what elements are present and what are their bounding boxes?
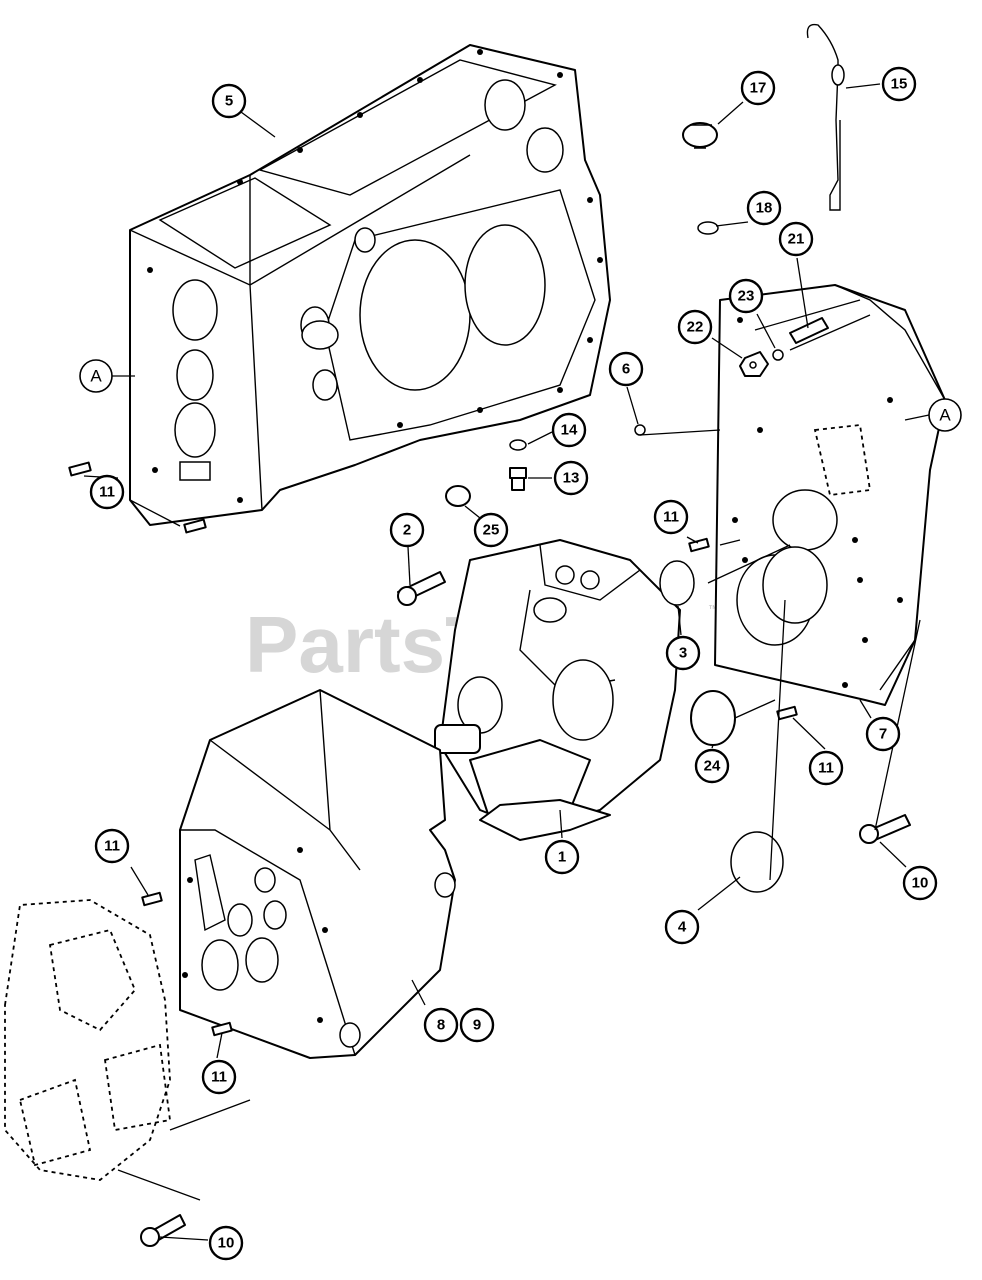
svg-text:A: A — [90, 367, 102, 386]
svg-text:23: 23 — [738, 288, 755, 305]
svg-text:10: 10 — [912, 875, 929, 892]
callout-2: 2 — [389, 512, 425, 548]
callout-18: 18 — [746, 190, 782, 226]
callout-5: 5 — [211, 83, 247, 119]
callout-13: 13 — [553, 460, 589, 496]
part-nut-22[interactable] — [739, 351, 769, 377]
svg-text:2: 2 — [403, 522, 411, 539]
svg-text:4: 4 — [678, 919, 687, 936]
part-oring-6[interactable] — [634, 424, 646, 436]
part-oring-18[interactable] — [697, 221, 719, 235]
callout-11-left: 11 — [89, 474, 125, 510]
svg-text:5: 5 — [225, 93, 233, 110]
part-front-housing[interactable] — [179, 689, 456, 1059]
engine-outline-reference — [4, 899, 172, 1181]
callout-10-right: 10 — [902, 865, 938, 901]
callout-24: 24 — [694, 748, 730, 784]
leader-lines — [83, 83, 921, 1241]
part-washer-14[interactable] — [509, 439, 527, 451]
callout-3: 3 — [665, 635, 701, 671]
part-hydrostatic-pump[interactable] — [434, 539, 681, 841]
svg-text:15: 15 — [891, 76, 908, 93]
svg-text:11: 11 — [818, 760, 834, 777]
callout-1: 1 — [544, 839, 580, 875]
callout-14: 14 — [551, 412, 587, 448]
part-dowel-pins[interactable] — [68, 461, 798, 1037]
callout-22: 22 — [677, 309, 713, 345]
part-rear-housing[interactable] — [129, 44, 611, 526]
part-stud-21[interactable] — [789, 317, 829, 344]
reference-a-right-leader — [904, 414, 930, 421]
part-bolt-2[interactable] — [397, 571, 446, 606]
svg-text:8: 8 — [437, 1017, 445, 1034]
svg-text:14: 14 — [561, 422, 578, 439]
part-plug-25[interactable] — [445, 485, 471, 507]
part-center-plate[interactable] — [714, 284, 946, 706]
callout-7: 7 — [865, 716, 901, 752]
part-dipstick[interactable] — [806, 23, 845, 211]
svg-text:25: 25 — [483, 522, 500, 539]
part-bolt-13[interactable] — [509, 467, 527, 491]
callout-11-plate: 11 — [653, 499, 689, 535]
callout-25: 25 — [473, 512, 509, 548]
callout-21: 21 — [778, 221, 814, 257]
callout-23: 23 — [728, 278, 764, 314]
part-bolt-10-right[interactable] — [859, 814, 911, 844]
callout-11-right: 11 — [808, 750, 844, 786]
callout-11-front-bottom: 11 — [201, 1059, 237, 1095]
part-plug-24[interactable] — [690, 690, 736, 746]
svg-text:10: 10 — [218, 1235, 235, 1252]
svg-text:18: 18 — [756, 200, 773, 217]
svg-text:A: A — [939, 406, 951, 425]
callout-9: 9 — [459, 1007, 495, 1043]
callout-15: 15 — [881, 66, 917, 102]
callout-6: 6 — [608, 351, 644, 387]
svg-text:22: 22 — [687, 319, 704, 336]
svg-text:17: 17 — [750, 80, 767, 97]
part-oring-3[interactable] — [659, 560, 695, 606]
svg-text:11: 11 — [211, 1069, 227, 1086]
part-oring-4[interactable] — [730, 831, 784, 893]
callout-8: 8 — [423, 1007, 459, 1043]
callout-10-bottom: 10 — [208, 1225, 244, 1261]
svg-text:24: 24 — [704, 758, 721, 775]
watermark-trademark: ™ — [708, 604, 718, 615]
callout-4: 4 — [664, 909, 700, 945]
svg-text:11: 11 — [104, 838, 120, 855]
part-fill-plug[interactable] — [682, 122, 718, 149]
part-washer-23[interactable] — [772, 349, 784, 361]
svg-text:7: 7 — [879, 726, 887, 743]
callout-11-front-top: 11 — [94, 828, 130, 864]
svg-text:6: 6 — [622, 361, 630, 378]
svg-text:11: 11 — [99, 484, 115, 501]
reference-a-right: A — [928, 398, 962, 432]
part-bolt-10-bottom[interactable] — [140, 1214, 186, 1247]
svg-text:21: 21 — [788, 231, 805, 248]
callout-17: 17 — [740, 70, 776, 106]
svg-text:9: 9 — [473, 1017, 481, 1034]
svg-text:1: 1 — [558, 849, 566, 866]
reference-a-left: A — [79, 359, 113, 393]
svg-text:3: 3 — [679, 645, 687, 662]
svg-text:13: 13 — [563, 470, 580, 487]
svg-text:11: 11 — [663, 509, 679, 526]
